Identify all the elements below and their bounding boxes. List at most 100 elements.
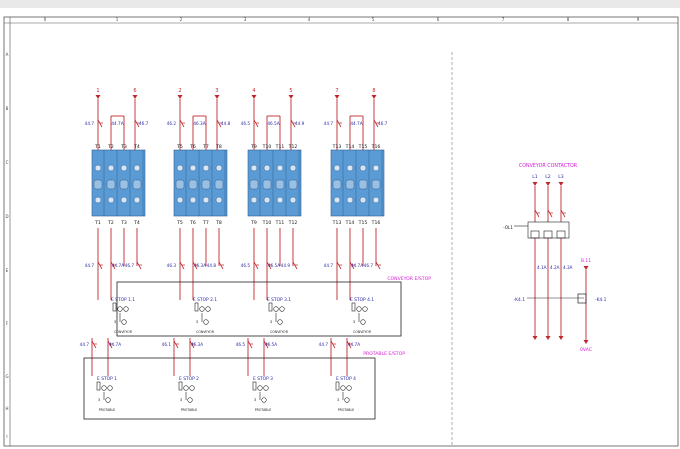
terminal-plug [214,179,224,190]
supply-number: 1 [96,88,99,94]
drawing-frame [3,16,679,447]
contact-blade [547,209,553,218]
terminal-screw [189,196,197,204]
wire-label: 44.7A [350,121,362,126]
column-label: 7 [502,17,505,22]
overload-element [530,230,540,239]
wire-label: 44.7 [85,121,95,126]
contact-blade [373,119,379,128]
wire-label: 4.1A [537,265,547,270]
terminal-label: T11 [275,144,285,150]
wire-label: 44.7 [324,121,334,126]
wire-label: 44.9 [281,263,291,268]
supply-arrow [288,95,294,99]
wire-label: 44.7A [348,342,360,347]
terminal-label: T16 [371,220,381,226]
supply-arrow [334,95,340,99]
estop-contact [183,385,189,391]
contact-blade [349,261,355,270]
estop-bracket [252,381,257,391]
terminal-label: T5 [176,144,183,150]
column-label: 1 [116,17,119,22]
phase-arrow [532,182,538,186]
estop-contact [344,397,350,403]
supply-arrow [177,95,183,99]
terminal-label: T11 [275,220,285,226]
wire-label: 46.1 [162,342,172,347]
estop-sublabel: PROTABLE [255,408,272,412]
terminal-screw [333,164,341,172]
contact-blade [173,340,179,349]
terminal-screw [372,196,380,204]
row-label: C [6,160,9,165]
terminal-label: T1 [94,220,101,226]
estop-bracket [96,381,101,391]
terminal-label: T1 [94,144,101,150]
contact-blade [179,261,185,270]
contactor-coil [577,293,587,304]
terminal-screw [359,196,367,204]
terminal-screw [276,196,284,204]
terminal-plug [288,179,298,190]
supply-arrow [132,95,138,99]
contact-blade [247,340,253,349]
supply-number: 4 [252,88,255,94]
wire-label: 44.8 [221,121,231,126]
wire-label: 46.7 [364,263,374,268]
estop-terminal-number: 3 [180,398,182,402]
terminal-label: T3 [120,144,127,150]
estop-terminal-number: 3 [196,320,198,324]
contact-blade [110,261,116,270]
terminal-label: T15 [358,144,368,150]
estop-label: E STOP 4 [336,376,356,382]
terminal-screw [333,196,341,204]
estop-contact [203,319,209,325]
terminal-label: T5 [176,220,183,226]
terminal-plug [119,179,129,190]
terminal-label: T9 [250,144,257,150]
row-label: E [6,268,9,273]
terminal-label: T2 [107,220,114,226]
terminal-label: T7 [202,220,209,226]
estop-bracket [335,381,340,391]
supply-arrow [251,95,257,99]
estop-label: E STOP 1 [97,376,117,382]
estop-contact [279,306,285,312]
contact-blade [97,261,103,270]
terminal-plug [106,179,116,190]
contact-blade [375,261,381,270]
wire-label: 44.7 [324,263,334,268]
terminal-plug [249,179,259,190]
terminal-label: T8 [215,220,222,226]
estop-bracket [178,381,183,391]
contact-blade [179,119,185,128]
row-label: D [5,214,8,219]
terminal-screw [107,196,115,204]
protable-estop-title: PROTABLE E/STOP [363,351,405,357]
wire-label: 44.7 [80,342,90,347]
phase-arrow [545,182,551,186]
terminal-plug [371,179,381,190]
terminal-label: T4 [133,144,140,150]
wire-label: 44.7A [112,263,124,268]
terminal-label: T12 [288,220,298,226]
estop-sublabel: PROTABLE [338,408,355,412]
wire-label: 46.3A [194,263,206,268]
estop-label: E STOP 4.1 [350,297,374,303]
wire-label: 46.7 [125,263,135,268]
estop-contact [362,306,368,312]
device-tag: -OL1 [503,225,513,230]
estop-terminal-number: 3 [337,398,339,402]
estop-terminal-number: 3 [98,398,100,402]
estop-label: E STOP 2 [179,376,199,382]
estop-sublabel: PROTABLE [99,408,116,412]
contact-blade [292,261,298,270]
terminal-screw [263,164,271,172]
terminal-screw [263,196,271,204]
phase-arrow-out [545,336,551,340]
estop-contact [273,306,279,312]
contact-blade [216,119,222,128]
row-label: A [6,52,9,57]
